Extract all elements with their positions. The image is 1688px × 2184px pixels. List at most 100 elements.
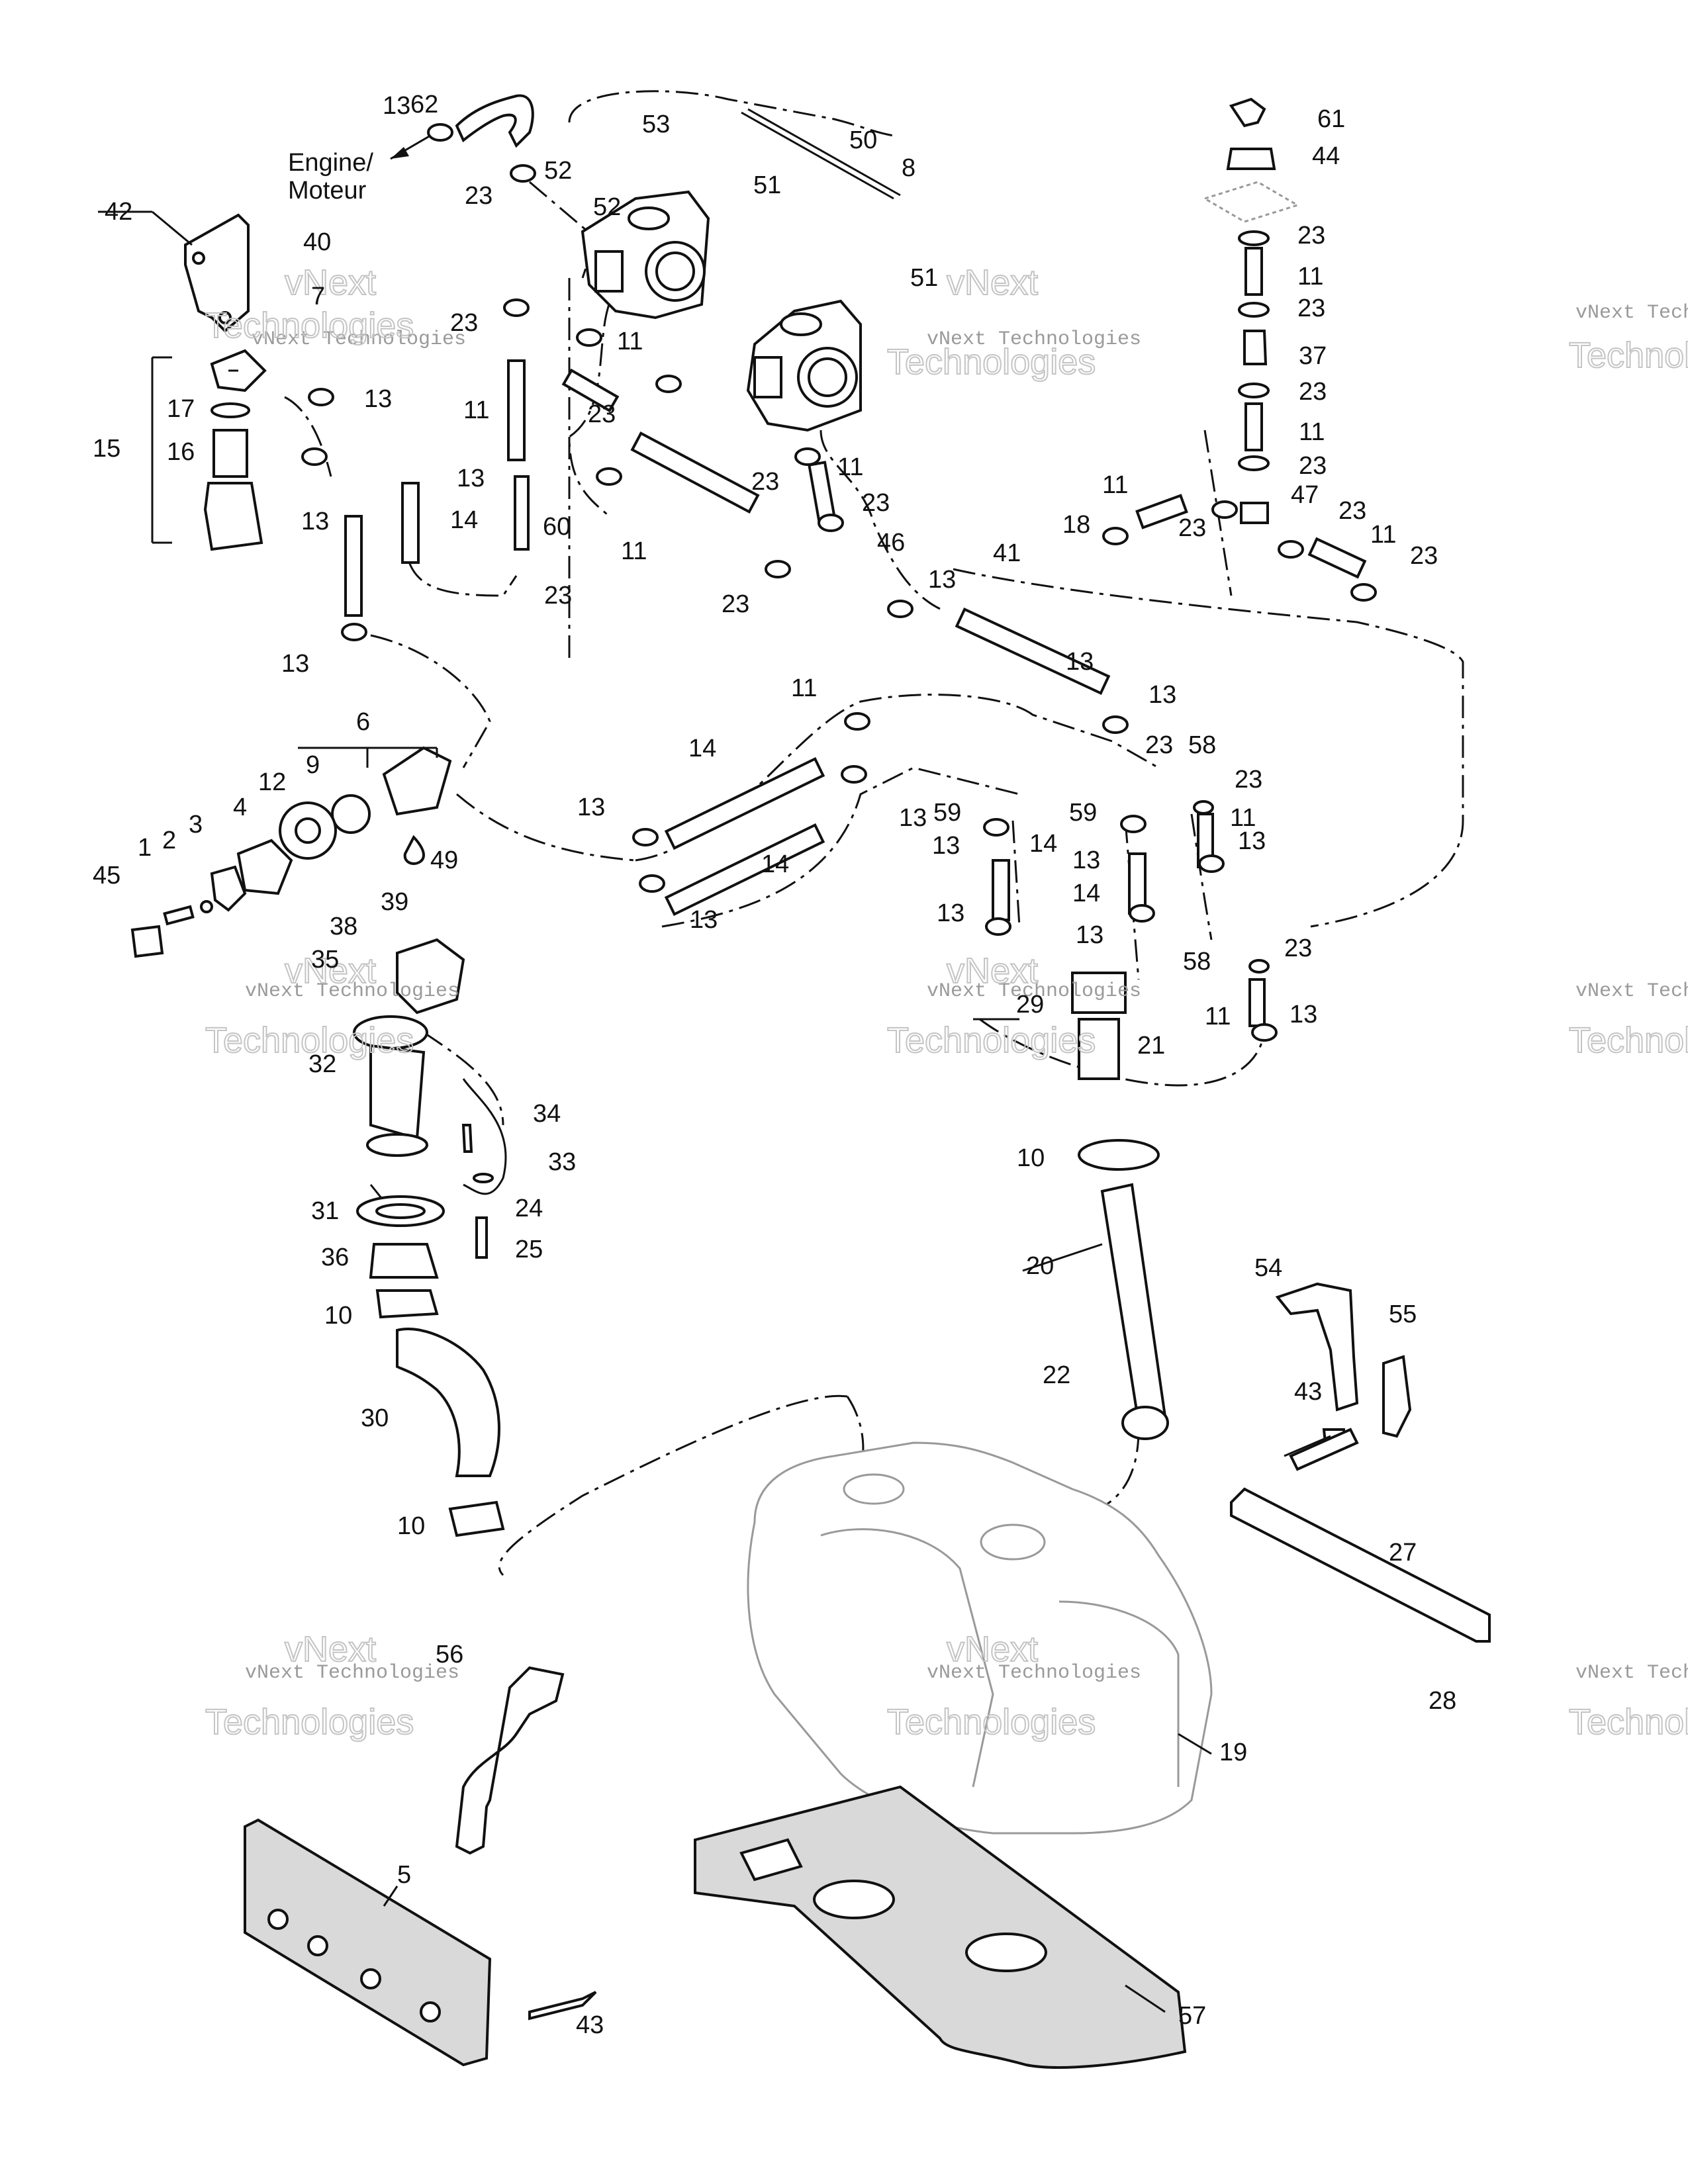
hose-14-d [664, 823, 825, 917]
watermark-text: vNext Technologies [1575, 980, 1688, 1003]
callout: 29 [1016, 991, 1044, 1019]
callout: 51 [753, 171, 781, 199]
engine-arrow-head [391, 147, 409, 159]
hose-14-f [1128, 852, 1147, 915]
callout: 51 [910, 264, 938, 292]
hose-14-a [344, 515, 363, 617]
watermark-text: vNext Technologies [927, 328, 1141, 351]
callout: 55 [1389, 1300, 1417, 1328]
callout: 23 [751, 468, 779, 496]
callout: 35 [311, 946, 339, 974]
callout: 9 [306, 751, 320, 779]
callout: 16 [167, 438, 195, 466]
callout: 11 [621, 537, 647, 565]
fuel-selector-valve [130, 746, 452, 958]
callout: 13 [932, 832, 960, 860]
watermark-outline: vNext [947, 263, 1038, 302]
callout: 59 [933, 799, 961, 827]
callout: 13 [1289, 1001, 1317, 1028]
callout-numbers: 62 13 53 50 61 52 44 8 51 23 52 42 23 40… [93, 91, 1456, 2039]
hose-14-b [401, 482, 420, 564]
callout: 13 [899, 804, 927, 832]
callout: 33 [548, 1148, 576, 1176]
leader-lines [98, 210, 1212, 2013]
callout: 7 [311, 283, 325, 310]
watermark-text: vNext Technologies [252, 328, 466, 351]
watermark-outline: Technologies [205, 1021, 414, 1060]
callout: 59 [1069, 799, 1097, 827]
watermark-outline: Technologies [887, 342, 1096, 382]
callout: 23 [1297, 222, 1325, 250]
callout: 23 [588, 400, 616, 428]
strap-56 [455, 1666, 565, 1855]
callout: 14 [1029, 830, 1057, 858]
callout: 13 [281, 650, 309, 678]
tank-strap-hardware [1230, 1282, 1491, 1643]
callout: 13 [690, 906, 718, 934]
hose-11-e [1307, 537, 1367, 579]
callout: 11 [1102, 471, 1128, 499]
callout: 31 [311, 1197, 339, 1225]
callout: 23 [1299, 378, 1327, 406]
callout: 17 [167, 395, 195, 423]
callout: 23 [1178, 514, 1206, 542]
callout: 37 [1299, 342, 1327, 370]
callout: 14 [761, 850, 789, 878]
hose-11-right-top [1244, 247, 1263, 296]
callout: 58 [1188, 731, 1216, 759]
watermark-outline: vNext [947, 951, 1038, 991]
callout: 13 [1066, 648, 1094, 676]
callout: 23 [1299, 452, 1327, 480]
callout: 38 [330, 913, 357, 940]
hose-11-d [1135, 494, 1188, 529]
callout: 23 [465, 182, 492, 210]
bracket-42 [184, 213, 250, 333]
callout: 11 [617, 328, 643, 355]
callout: 28 [1429, 1687, 1456, 1715]
fuel-sender [1071, 972, 1169, 1440]
callout: 10 [397, 1512, 425, 1540]
callout: 13 [457, 465, 485, 492]
watermark-outline: vNext [285, 951, 376, 991]
hose-11-f [955, 607, 1111, 696]
engine-label-en: Engine/ [288, 149, 373, 177]
fuel-tank-19 [747, 1441, 1213, 1835]
callout: 25 [515, 1236, 543, 1263]
callout: 49 [430, 846, 458, 874]
callout: 14 [450, 506, 478, 534]
callout: 36 [321, 1244, 349, 1271]
filler-neck-assembly [353, 938, 507, 1537]
watermark-outline: Technologies [1569, 1702, 1688, 1742]
watermark-outline: Technologies [1569, 1021, 1688, 1060]
callout: 2 [162, 827, 176, 854]
callout: 3 [189, 811, 203, 839]
callout: 20 [1026, 1252, 1054, 1280]
callout: 50 [849, 126, 877, 154]
callout: 12 [258, 768, 286, 796]
hose-62 [455, 94, 534, 148]
callout: 14 [1072, 880, 1100, 907]
callout: 6 [356, 708, 370, 736]
callout: 11 [1230, 804, 1256, 832]
callout: 45 [93, 862, 120, 889]
watermark-outline: Technologies [887, 1702, 1096, 1742]
watermark-outline: Technologies [205, 306, 414, 345]
callout: 61 [1317, 105, 1345, 133]
callout: 52 [593, 193, 621, 221]
fitting-60 [514, 475, 530, 551]
callout: 23 [1338, 497, 1366, 525]
callout: 47 [1291, 481, 1319, 509]
callout: 46 [877, 529, 905, 557]
callout: 13 [383, 92, 410, 120]
callout: 13 [1072, 846, 1100, 874]
watermark-outline: vNext [947, 1629, 1038, 1669]
callout: 4 [233, 794, 247, 821]
callout: 54 [1254, 1254, 1282, 1282]
callout: 13 [364, 385, 392, 413]
callout: 57 [1178, 2002, 1206, 2030]
callout: 27 [1389, 1539, 1417, 1567]
hose-14-e [992, 859, 1010, 921]
callout: 53 [642, 111, 670, 138]
callout: 23 [1297, 295, 1325, 322]
